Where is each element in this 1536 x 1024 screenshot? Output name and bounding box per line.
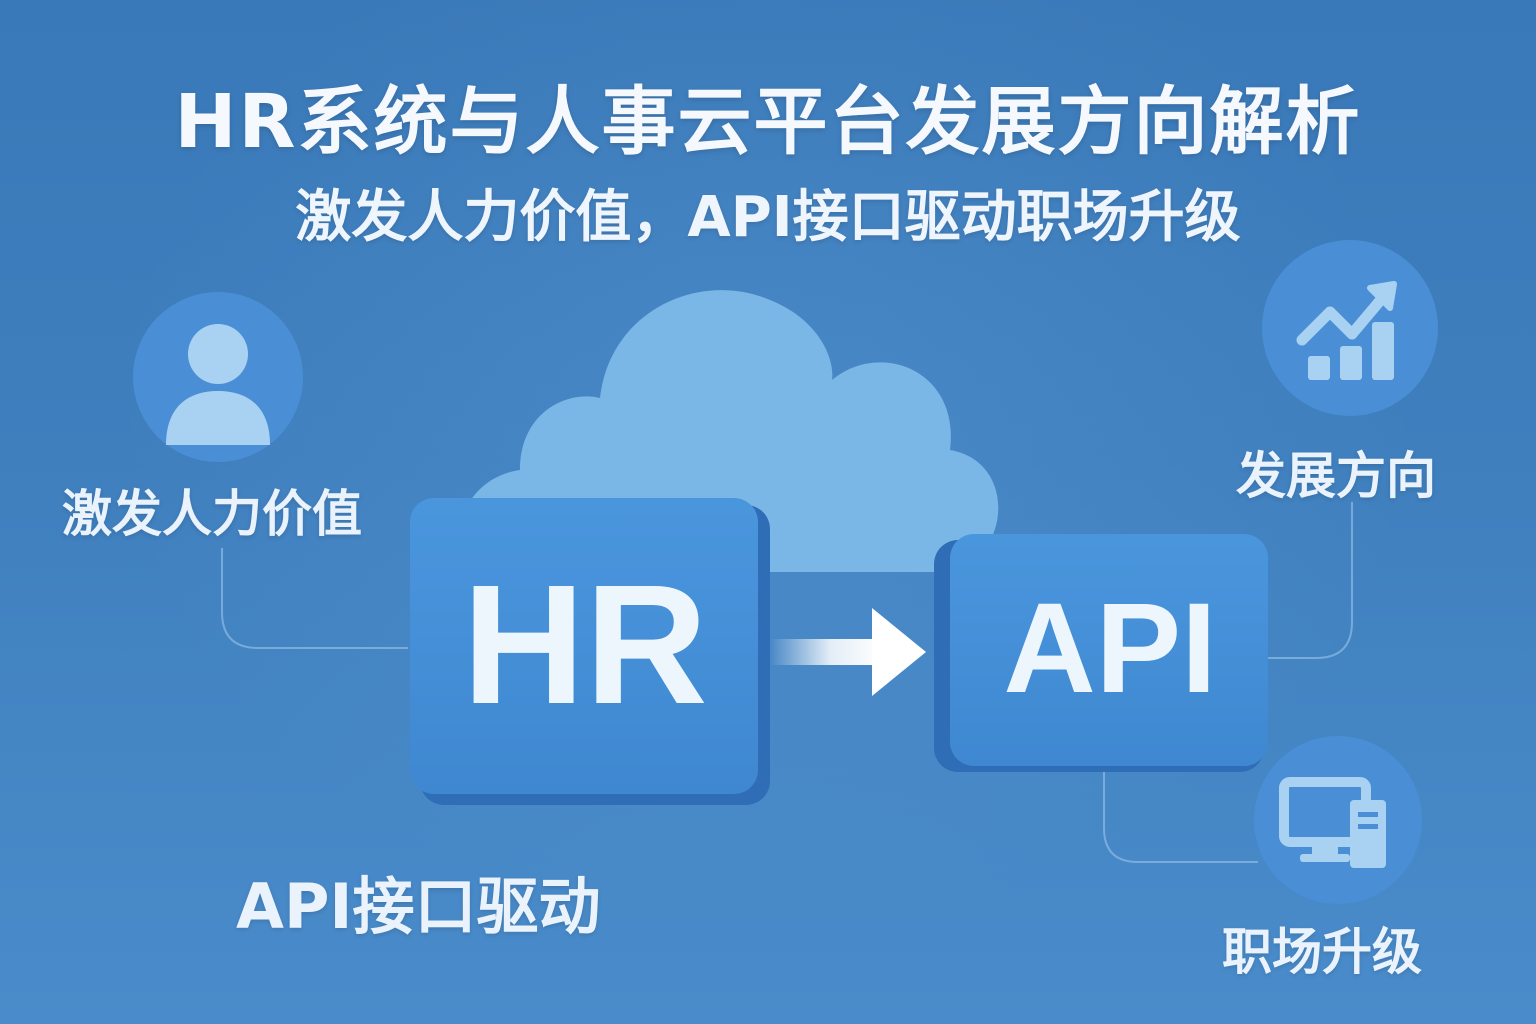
connector-line-development [1268,502,1353,659]
computer-icon [1254,736,1422,904]
hr-box [410,498,770,805]
connector-line-value [221,548,408,649]
api-box [934,534,1268,772]
arrow-right-icon [770,608,926,696]
label-career: 职场升级 [1222,923,1422,981]
page-title: HR系统与人事云平台发展方向解析 [174,79,1362,165]
growth-chart-icon [1262,240,1438,416]
label-value: 激发人力价值 [62,485,362,543]
connector-line-career [1103,772,1258,863]
person-icon [133,292,303,462]
label-development: 发展方向 [1236,447,1436,505]
api-box-label: API [1003,577,1217,720]
page-subtitle: 激发人力价值，API接口驱动职场升级 [295,185,1241,250]
hr-box-label: HR [462,550,708,740]
label-api-drive: API接口驱动 [236,870,601,943]
